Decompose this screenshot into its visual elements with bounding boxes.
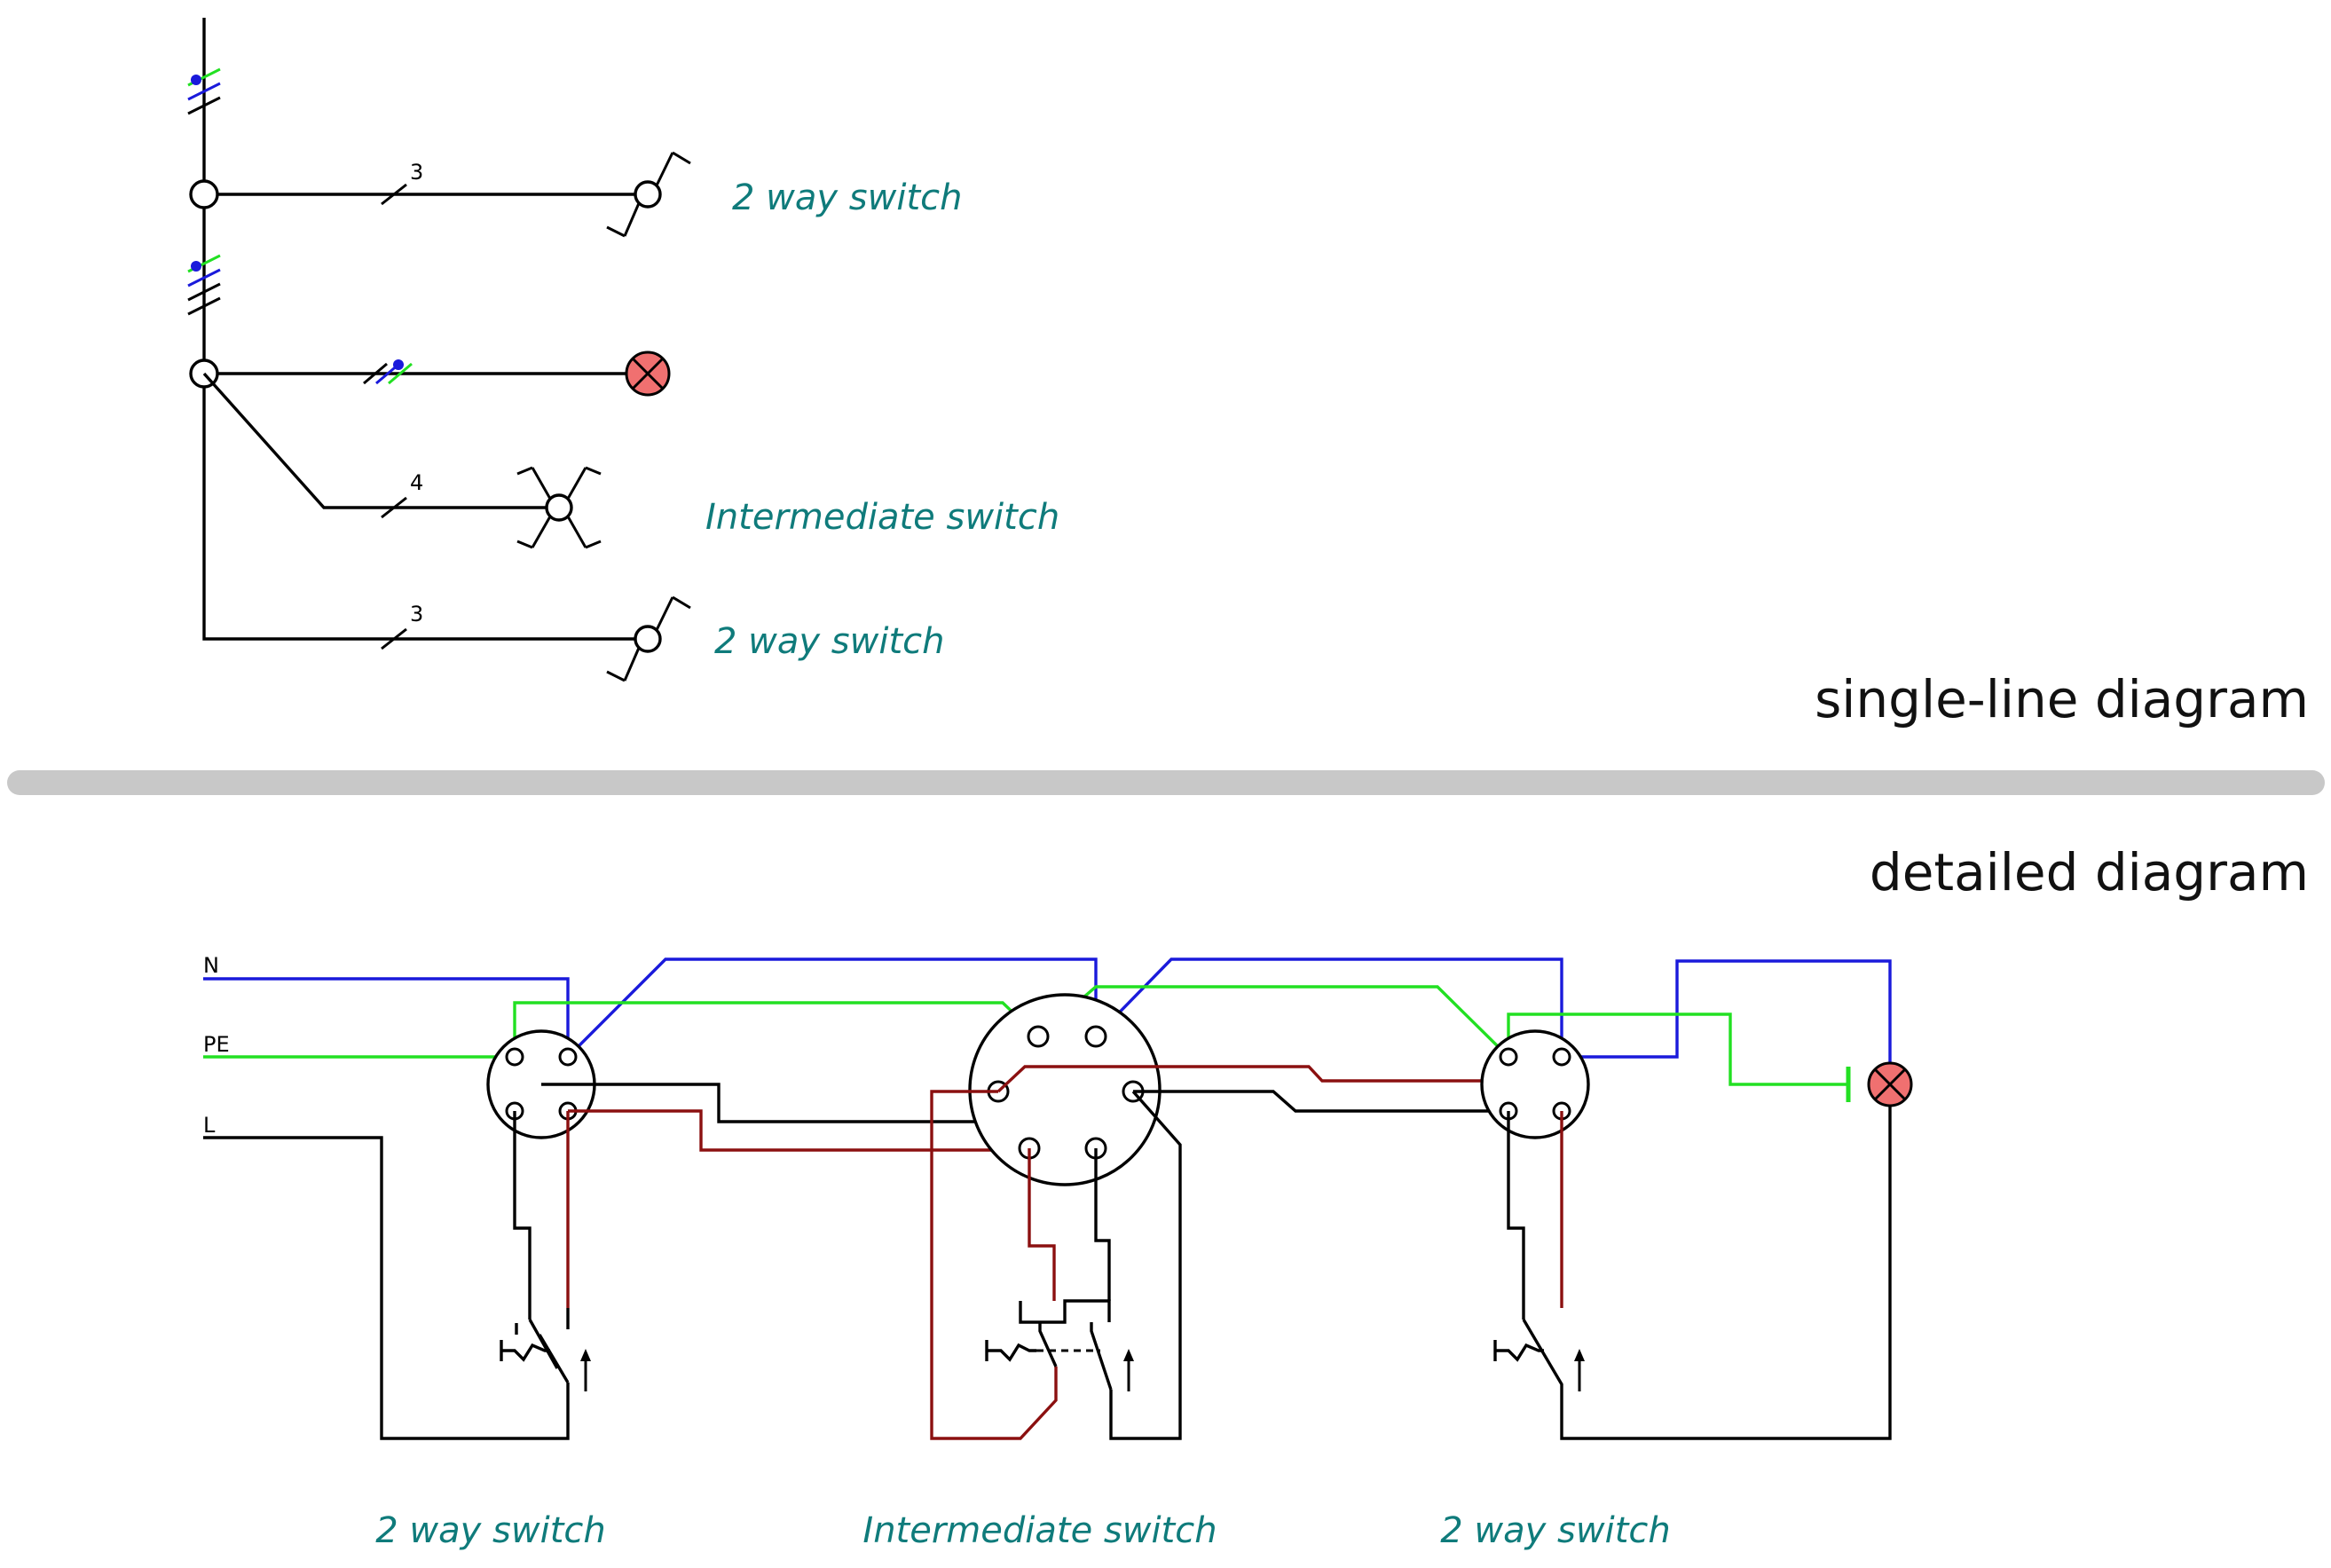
feed-ticks-middle <box>187 254 221 316</box>
branch2-line <box>202 372 546 509</box>
lamp-branch-ticks <box>363 359 413 385</box>
switch-contact-symbol <box>500 1308 591 1391</box>
two-way-switch-symbol <box>606 595 691 682</box>
earth-label: PE <box>203 1032 230 1057</box>
switched-wire <box>1028 1148 1056 1301</box>
terminal <box>1027 1025 1050 1048</box>
switch3-label: 2 way switch <box>1440 1510 1670 1551</box>
conductor-tick <box>381 496 407 519</box>
section-divider <box>7 770 2325 795</box>
switch-contact-symbol <box>1493 1106 1892 1440</box>
lamp-icon <box>625 351 671 397</box>
bus-line <box>202 18 643 641</box>
detailed-title: detailed diagram <box>1870 842 2309 902</box>
terminal <box>1552 1047 1571 1067</box>
branch3-label: 2 way switch <box>714 621 944 662</box>
feed-ticks-top <box>187 67 221 115</box>
terminal <box>1084 1025 1107 1048</box>
traveler-wire <box>513 1111 532 1320</box>
intermediate-switch-symbol <box>516 466 602 549</box>
detailed-diagram: detailed diagram N PE L <box>203 842 2309 1551</box>
conductor-tick <box>381 627 407 650</box>
traveler-wire <box>1094 1090 1508 1440</box>
two-way-switch-box <box>1480 1029 1590 1139</box>
intermediate-contact-symbol <box>985 1299 1134 1391</box>
single-line-diagram: 3 2 way switch 4 <box>187 18 2309 729</box>
lamp-icon <box>1867 1061 1913 1107</box>
conductor-tick <box>381 183 407 206</box>
terminal <box>505 1047 524 1067</box>
single-line-title: single-line diagram <box>1815 669 2309 729</box>
neutral-wire <box>203 957 1892 1081</box>
terminal <box>1499 1047 1518 1067</box>
switched-wire <box>566 1109 1031 1308</box>
branch1-label: 2 way switch <box>732 177 962 218</box>
junction-node <box>189 179 219 209</box>
branch3-conductor-count: 3 <box>410 602 423 626</box>
branch2-label: Intermediate switch <box>705 497 1059 538</box>
switch1-label: 2 way switch <box>375 1510 605 1551</box>
two-way-switch-symbol <box>606 151 691 238</box>
traveler-wire <box>1507 1111 1525 1320</box>
neutral-label: N <box>203 953 219 978</box>
branch1-conductor-count: 3 <box>410 160 423 185</box>
intermediate-label: Intermediate switch <box>862 1510 1217 1551</box>
line-label: L <box>203 1113 216 1138</box>
branch2-conductor-count: 4 <box>410 470 423 495</box>
terminal <box>558 1047 578 1067</box>
intermediate-switch-box <box>968 993 1162 1186</box>
